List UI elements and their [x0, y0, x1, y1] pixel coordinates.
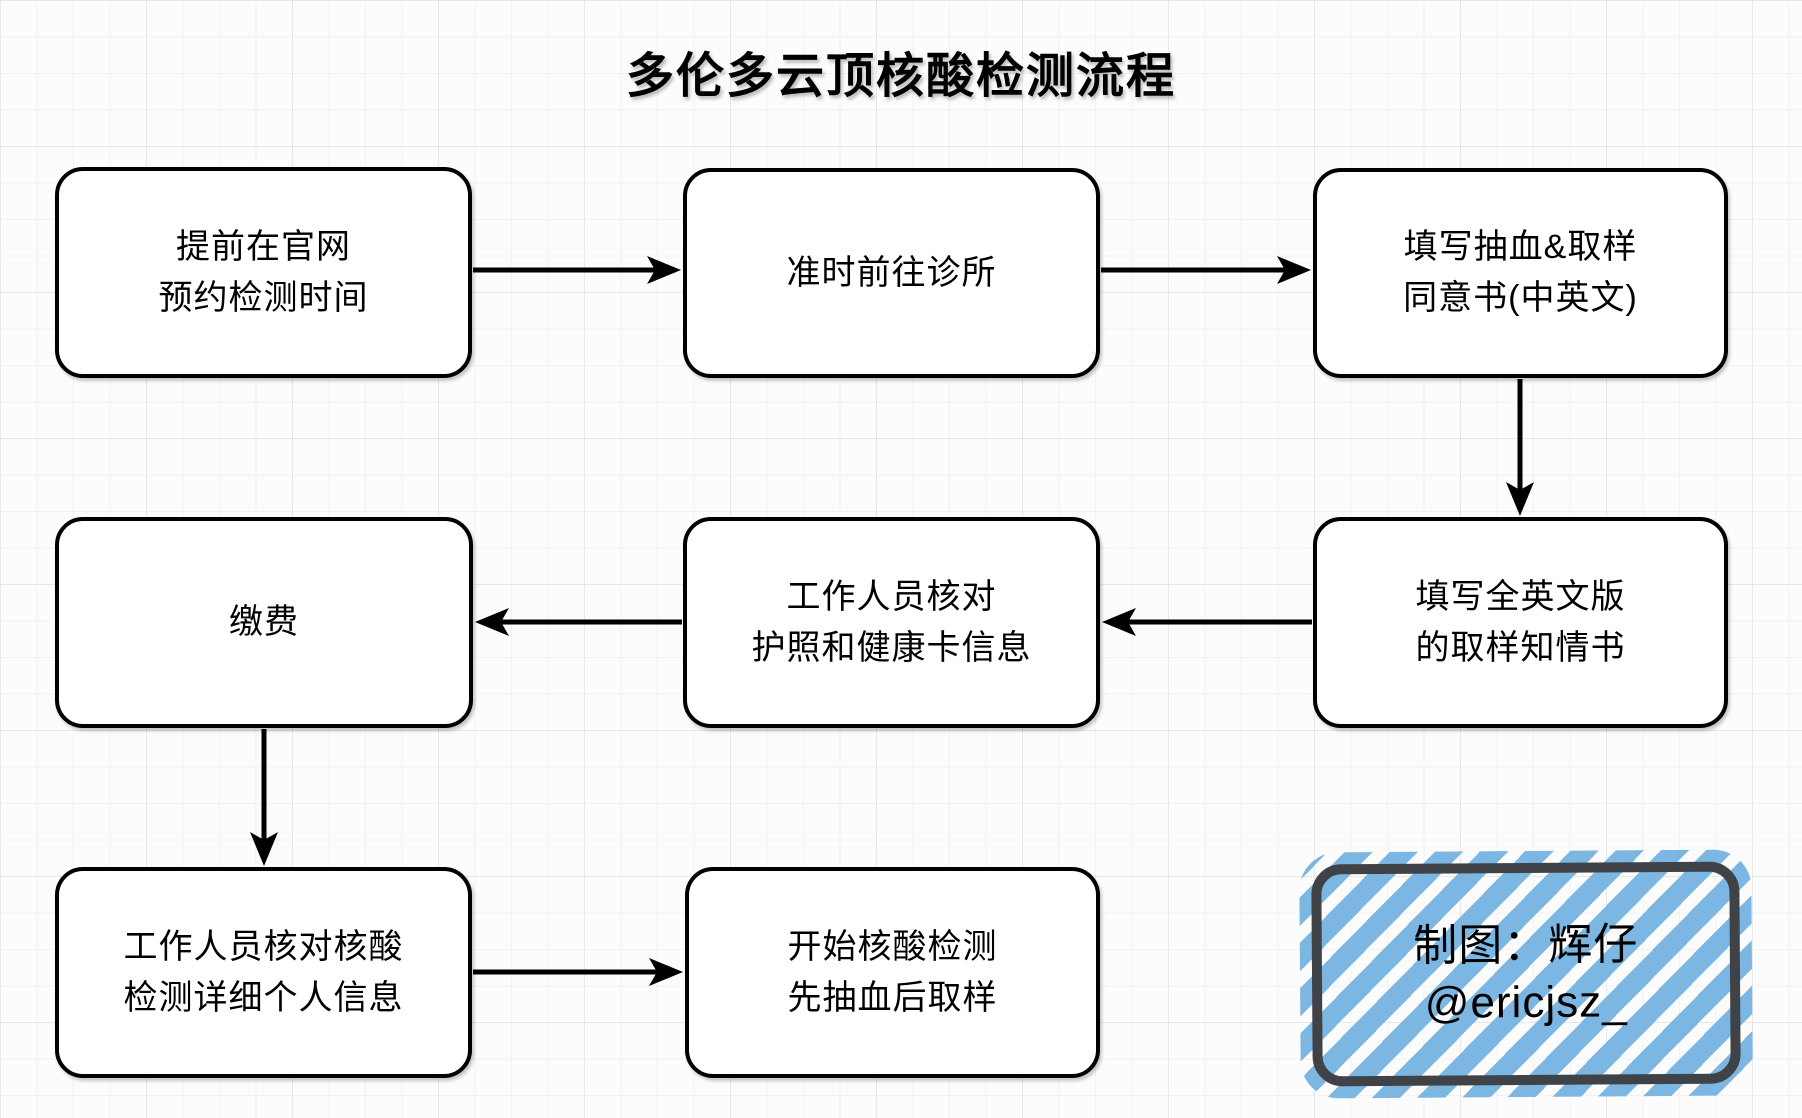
node-verify-passport: 工作人员核对 护照和健康卡信息 — [683, 517, 1100, 728]
node-label-line: 准时前往诊所 — [786, 253, 997, 292]
node-verify-details: 工作人员核对核酸 检测详细个人信息 — [55, 867, 472, 1078]
node-label-line: 检测详细个人信息 — [123, 978, 404, 1017]
arrowhead-details-to-test — [649, 958, 683, 986]
node-label-line: 护照和健康卡信息 — [751, 628, 1032, 667]
badge-handle: @ericjsz_ — [1424, 977, 1628, 1028]
arrowhead-book-to-arrive — [647, 256, 681, 284]
node-label-line: 先抽血后取样 — [787, 978, 998, 1017]
node-label-line: 填写全英文版 — [1415, 577, 1626, 616]
arrowhead-arrive-to-consent — [1277, 256, 1311, 284]
node-label-line: 开始核酸检测 — [787, 927, 998, 966]
node-pay-fee: 缴费 — [55, 517, 473, 728]
diagram-title: 多伦多云顶核酸检测流程 — [625, 50, 1176, 103]
node-label-line: 缴费 — [229, 603, 299, 641]
arrowhead-consent-to-english — [1506, 482, 1534, 516]
credit-badge: 制图：辉仔 @ericjsz_ — [1299, 849, 1753, 1099]
badge-credit-line: 制图：辉仔 — [1413, 920, 1639, 971]
node-label-line: 的取样知情书 — [1415, 628, 1626, 667]
arrowhead-english-to-verify — [1102, 608, 1136, 636]
node-english-form: 填写全英文版 的取样知情书 — [1313, 517, 1728, 728]
node-arrive-clinic: 准时前往诊所 — [683, 168, 1100, 378]
node-book-appointment: 提前在官网 预约检测时间 — [55, 167, 472, 378]
node-label-line: 预约检测时间 — [158, 278, 369, 317]
badge-text: 制图：辉仔 @ericjsz_ — [1311, 862, 1741, 1087]
node-label-line: 同意书(中英文) — [1403, 279, 1638, 317]
node-start-test: 开始核酸检测 先抽血后取样 — [685, 867, 1100, 1078]
arrowhead-pay-to-details — [250, 832, 278, 866]
arrowhead-verify-to-pay — [475, 608, 509, 636]
node-label-line: 提前在官网 — [176, 227, 351, 266]
node-label-line: 填写抽血&取样 — [1403, 228, 1638, 266]
node-label-line: 工作人员核对 — [786, 577, 997, 616]
node-consent-form: 填写抽血&取样 同意书(中英文) — [1313, 168, 1728, 378]
node-label-line: 工作人员核对核酸 — [123, 927, 404, 966]
